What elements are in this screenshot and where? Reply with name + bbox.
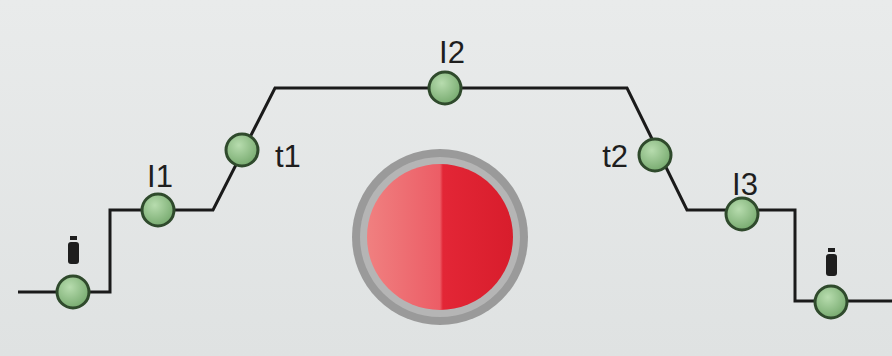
- parameter-label: I3: [732, 169, 758, 200]
- parameter-label: t1: [275, 141, 301, 172]
- gas-bottle-icon: [68, 236, 837, 276]
- indicator-led: [57, 72, 847, 318]
- push-button: [352, 149, 528, 325]
- parameter-label: t2: [602, 141, 628, 172]
- parameter-label: I2: [439, 37, 465, 68]
- parameter-label: I1: [147, 161, 173, 192]
